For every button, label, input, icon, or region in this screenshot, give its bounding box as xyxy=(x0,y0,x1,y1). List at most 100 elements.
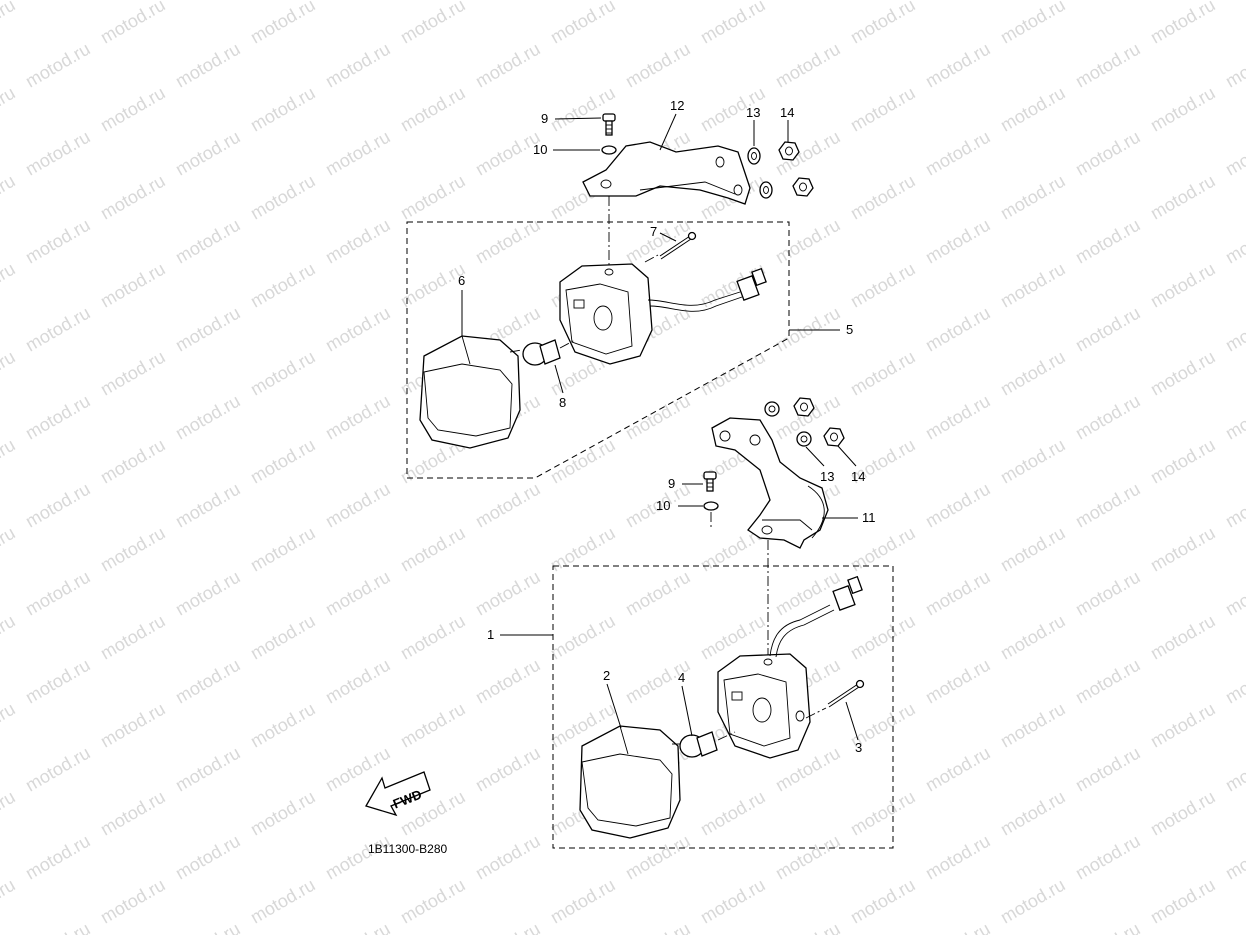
callout-14-upper[interactable]: 14 xyxy=(780,105,794,120)
washer-13-lower[interactable] xyxy=(764,401,812,447)
watermark-text: motod.ru xyxy=(172,391,244,444)
callout-1[interactable]: 1 xyxy=(487,627,494,642)
watermark-text: motod.ru xyxy=(397,523,469,576)
watermark-text: motod.ru xyxy=(247,0,319,47)
watermark-text: motod.ru xyxy=(0,787,19,840)
callout-14-lower[interactable]: 14 xyxy=(851,469,865,484)
callout-6[interactable]: 6 xyxy=(458,273,465,288)
bracket-12[interactable] xyxy=(582,141,751,205)
watermark-text: motod.ru xyxy=(1147,611,1219,664)
callout-9-lower[interactable]: 9 xyxy=(668,476,675,491)
watermark-text: motod.ru xyxy=(847,523,919,576)
callout-12[interactable]: 12 xyxy=(670,98,684,113)
watermark-text: motod.ru xyxy=(922,391,994,444)
watermark-text: motod.ru xyxy=(472,215,544,268)
flasher-housing-lower[interactable] xyxy=(717,575,863,759)
flasher-housing-upper[interactable] xyxy=(559,263,767,365)
screw-9-lower[interactable] xyxy=(703,471,717,492)
watermark-text: motod.ru xyxy=(97,171,169,224)
washer-13-upper[interactable] xyxy=(747,147,773,199)
watermark-text: motod.ru xyxy=(997,259,1069,312)
watermark-text: motod.ru xyxy=(472,919,544,935)
watermark-text: motod.ru xyxy=(622,567,694,620)
bulb-8[interactable] xyxy=(522,339,561,366)
callout-13-lower[interactable]: 13 xyxy=(820,469,834,484)
assembly-1-boundary xyxy=(552,565,894,849)
callout-3[interactable]: 3 xyxy=(855,740,862,755)
callout-7[interactable]: 7 xyxy=(650,224,657,239)
lower-assembly xyxy=(552,397,894,849)
watermark-text: motod.ru xyxy=(997,435,1069,488)
watermark-text: motod.ru xyxy=(247,259,319,312)
watermark-text: motod.ru xyxy=(247,347,319,400)
watermark-text: motod.ru xyxy=(772,215,844,268)
watermark-text: motod.ru xyxy=(247,787,319,840)
watermark-text: motod.ru xyxy=(1222,919,1246,935)
watermark-text: motod.ru xyxy=(1222,391,1246,444)
watermark-text: motod.ru xyxy=(622,0,694,3)
watermark-text: motod.ru xyxy=(97,83,169,136)
nut-14-upper[interactable] xyxy=(778,141,814,197)
watermark-text: motod.ru xyxy=(22,479,94,532)
callout-10-upper[interactable]: 10 xyxy=(533,142,547,157)
callout-13-upper[interactable]: 13 xyxy=(746,105,760,120)
watermark-text: motod.ru xyxy=(1222,567,1246,620)
watermark-text: motod.ru xyxy=(247,875,319,928)
watermark-text: motod.ru xyxy=(922,743,994,796)
watermark-text: motod.ru xyxy=(1147,435,1219,488)
callout-5[interactable]: 5 xyxy=(846,322,853,337)
screw-9-upper[interactable] xyxy=(602,113,616,136)
assembly-5-boundary xyxy=(406,221,790,479)
washer-10-upper[interactable] xyxy=(601,145,617,155)
watermark-text: motod.ru xyxy=(772,567,844,620)
watermark-text: motod.ru xyxy=(22,831,94,884)
watermark-text: motod.ru xyxy=(322,919,394,935)
watermark-text: motod.ru xyxy=(847,787,919,840)
watermark-text: motod.ru xyxy=(1072,479,1144,532)
callout-8[interactable]: 8 xyxy=(559,395,566,410)
watermark-text: motod.ru xyxy=(397,83,469,136)
watermark-text: motod.ru xyxy=(922,0,994,3)
callout-2[interactable]: 2 xyxy=(603,668,610,683)
watermark-text: motod.ru xyxy=(472,479,544,532)
callout-4[interactable]: 4 xyxy=(678,670,685,685)
watermark-text: motod.ru xyxy=(847,171,919,224)
bulb-4[interactable] xyxy=(679,731,718,758)
watermark-text: motod.ru xyxy=(172,215,244,268)
watermark-text: motod.ru xyxy=(472,831,544,884)
lens-2[interactable] xyxy=(579,725,681,839)
watermark-text: motod.ru xyxy=(1222,215,1246,268)
watermark-text: motod.ru xyxy=(97,787,169,840)
watermark-text: motod.ru xyxy=(247,523,319,576)
watermark-text: motod.ru xyxy=(1147,171,1219,224)
watermark-text: motod.ru xyxy=(997,875,1069,928)
watermark-text: motod.ru xyxy=(0,171,19,224)
watermark-text: motod.ru xyxy=(1147,347,1219,400)
callout-10-lower[interactable]: 10 xyxy=(656,498,670,513)
watermark-text: motod.ru xyxy=(1072,0,1144,3)
bracket-11[interactable] xyxy=(711,417,829,549)
watermark-text: motod.ru xyxy=(322,567,394,620)
lens-6[interactable] xyxy=(419,335,521,449)
washer-10-lower[interactable] xyxy=(703,501,719,511)
watermark-text: motod.ru xyxy=(622,39,694,92)
callout-11[interactable]: 11 xyxy=(862,510,876,525)
watermark-text: motod.ru xyxy=(997,523,1069,576)
screw-7[interactable] xyxy=(659,231,697,260)
watermark-text: motod.ru xyxy=(997,699,1069,752)
watermark-text: motod.ru xyxy=(1072,743,1144,796)
watermark-text: motod.ru xyxy=(22,655,94,708)
watermark-text: motod.ru xyxy=(1222,303,1246,356)
watermark-text: motod.ru xyxy=(547,523,619,576)
watermark-text: motod.ru xyxy=(397,611,469,664)
watermark-text: motod.ru xyxy=(922,127,994,180)
watermark-text: motod.ru xyxy=(922,39,994,92)
watermark-text: motod.ru xyxy=(97,875,169,928)
watermark-text: motod.ru xyxy=(1147,259,1219,312)
watermark-text: motod.ru xyxy=(97,699,169,752)
fwd-arrow: FWD xyxy=(365,771,431,817)
watermark-text: motod.ru xyxy=(847,259,919,312)
screw-3[interactable] xyxy=(827,679,865,708)
callout-9-upper[interactable]: 9 xyxy=(541,111,548,126)
nut-14-lower[interactable] xyxy=(793,397,845,447)
